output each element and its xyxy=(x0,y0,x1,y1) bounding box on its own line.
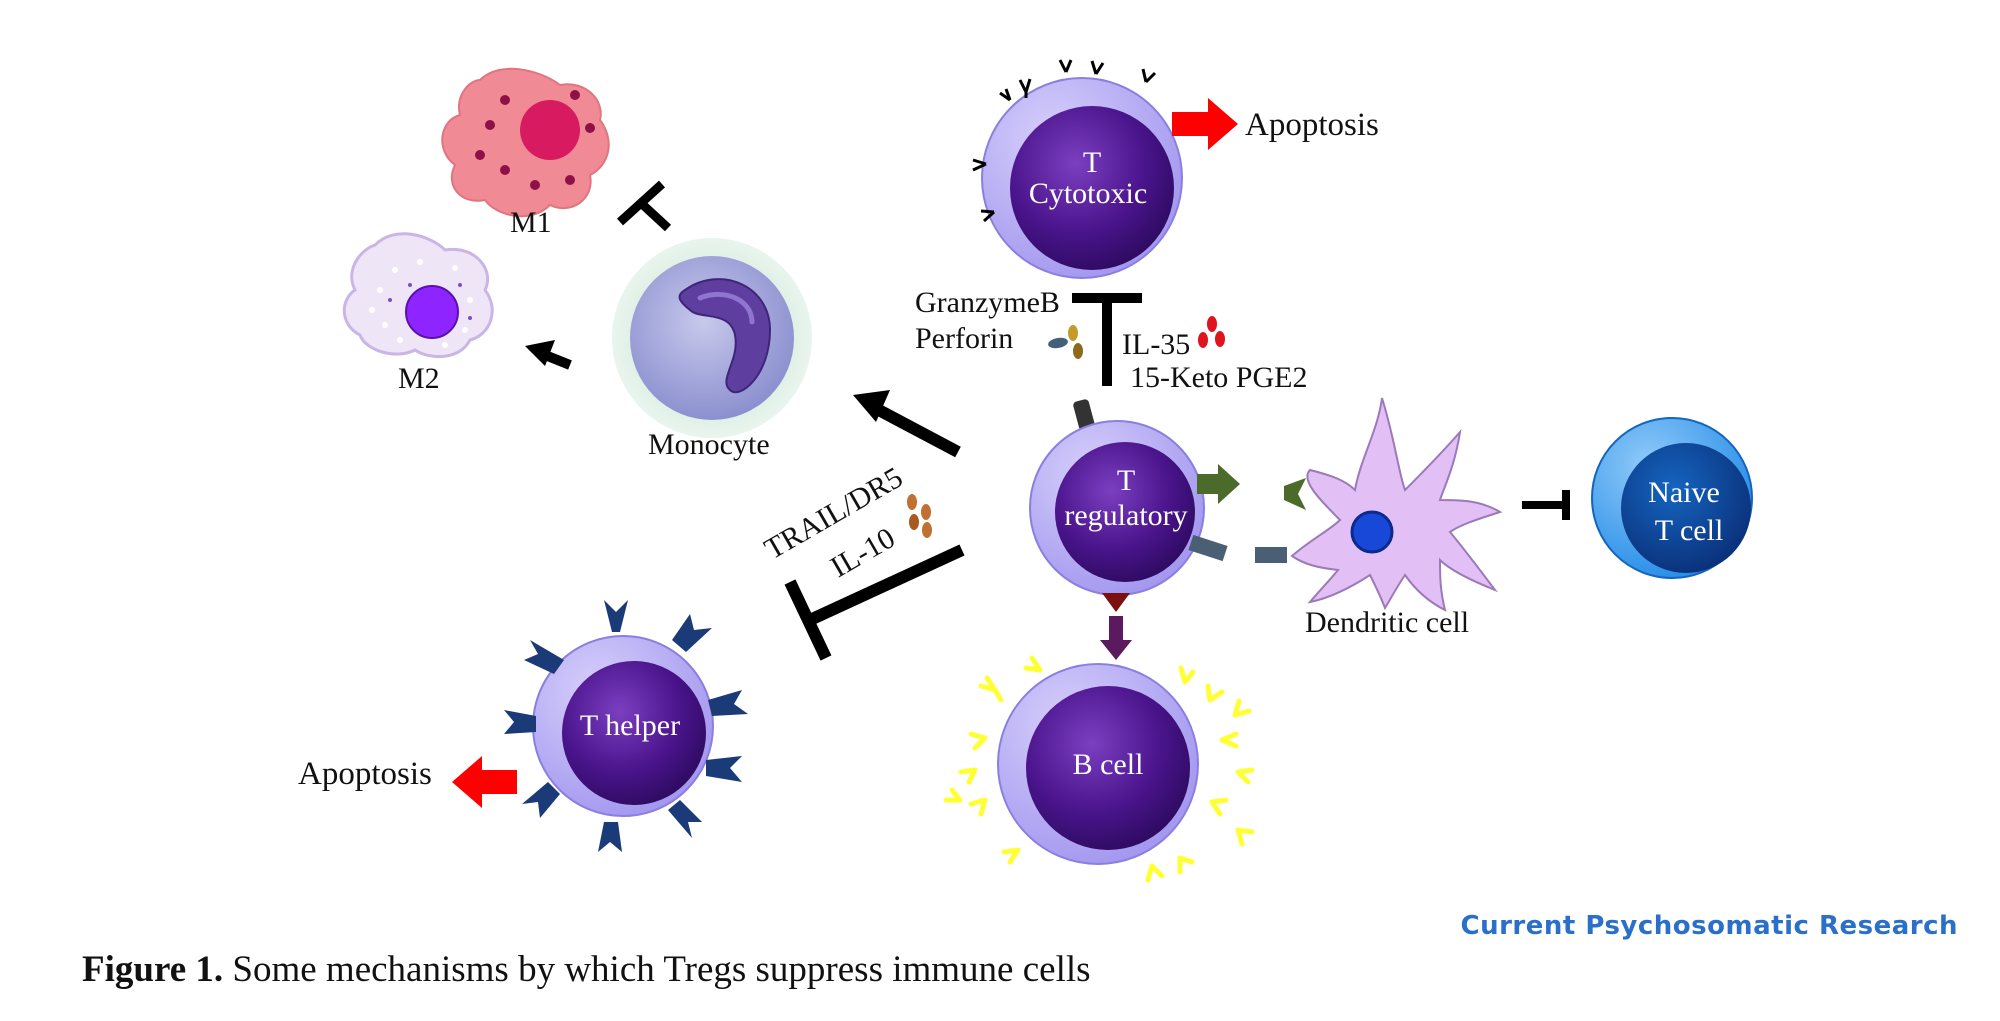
granzyme-label: GranzymeB xyxy=(915,286,1060,319)
inhibit-cytotoxic-bar xyxy=(1072,293,1142,386)
t-regulatory-label-1: T xyxy=(1117,464,1135,497)
diagram-svg: M1 M2 Monocyte xyxy=(298,59,1959,941)
b-cell xyxy=(943,655,1255,883)
apoptosis-left-label: Apoptosis xyxy=(298,756,432,792)
dendritic-label: Dendritic cell xyxy=(1305,606,1469,639)
arrow-apoptosis-top xyxy=(1172,98,1238,150)
monocyte-cell xyxy=(612,238,812,438)
perforin-label: Perforin xyxy=(915,322,1013,355)
t-cytotoxic-cell xyxy=(972,59,1183,279)
t-cytotoxic-label-1: T xyxy=(1083,146,1101,179)
t-regulatory-cell xyxy=(1029,399,1228,612)
m2-macrophage xyxy=(342,232,494,359)
inhibit-naive-bar xyxy=(1522,490,1570,520)
apoptosis-top-label: Apoptosis xyxy=(1245,107,1379,143)
il35-molecules xyxy=(1198,316,1225,348)
t-regulatory-label-2: regulatory xyxy=(1064,499,1187,532)
arrow-to-m2 xyxy=(525,340,572,370)
inhibit-t-helper-bar xyxy=(784,544,965,661)
naive-label-1: Naive xyxy=(1648,476,1720,509)
journal-brand: Current Psychosomatic Research xyxy=(1461,911,1959,940)
t-cytotoxic-label-2: Cytotoxic xyxy=(1029,177,1147,210)
arrow-treg-to-monocyte xyxy=(853,390,961,458)
b-cell-label: B cell xyxy=(1073,748,1144,781)
inhibit-m1-bar xyxy=(616,180,672,232)
figure-caption: Figure 1. Some mechanisms by which Tregs… xyxy=(82,948,1091,991)
naive-label-2: T cell xyxy=(1655,514,1724,547)
t-helper-label: T helper xyxy=(580,709,680,742)
monocyte-label: Monocyte xyxy=(648,428,770,461)
arrow-treg-to-dendritic xyxy=(1197,464,1240,504)
il35-label: IL-35 xyxy=(1122,328,1190,361)
dendritic-cell xyxy=(1290,397,1503,612)
granzyme-perforin-molecules xyxy=(1048,325,1083,359)
dendritic-receptor-green xyxy=(1284,478,1306,510)
keto-pge2-label: 15-Keto PGE2 xyxy=(1130,361,1307,394)
m1-label: M1 xyxy=(510,206,552,239)
m2-label: M2 xyxy=(398,362,440,395)
caption-label: Figure 1. xyxy=(82,949,224,990)
caption-text: Some mechanisms by which Tregs suppress … xyxy=(223,949,1091,990)
m1-macrophage xyxy=(441,67,610,218)
dendritic-receptor-gray xyxy=(1255,547,1287,563)
arrow-apoptosis-left xyxy=(452,756,517,808)
arrow-treg-to-b-cell xyxy=(1100,616,1132,660)
il10-molecules xyxy=(907,494,932,538)
t-helper-cell xyxy=(504,600,748,852)
naive-t-cell xyxy=(1591,417,1753,579)
